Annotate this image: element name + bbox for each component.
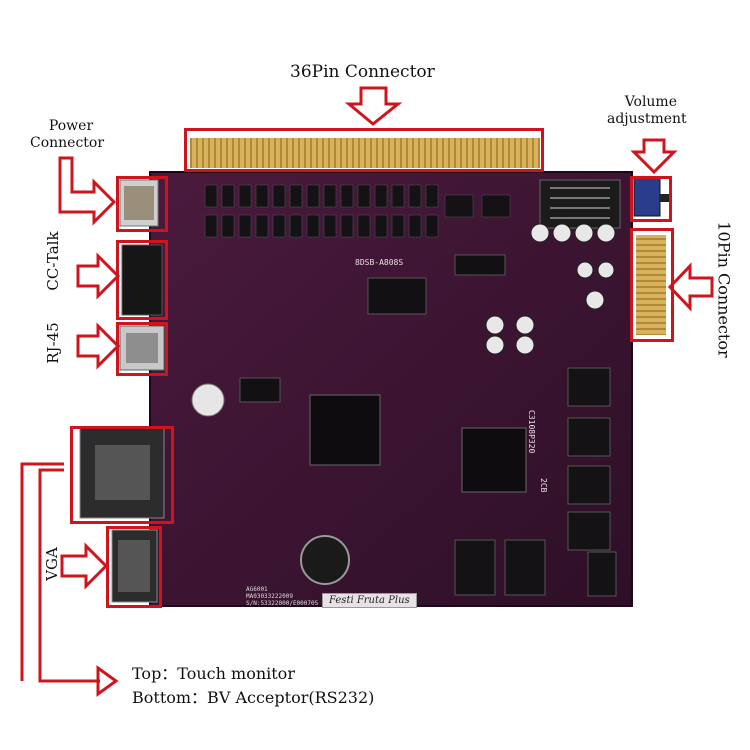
- board-code-1: 8DSB-A808S: [355, 258, 404, 267]
- label-vga: VGA: [43, 547, 61, 581]
- highlight-vga: [106, 526, 162, 608]
- label-bottom-touch: Top：Touch monitor: [132, 664, 295, 683]
- label-10pin-connector: 10Pin Connector: [714, 221, 734, 358]
- label-power-connector: Power Connector: [30, 118, 104, 152]
- board-print-lines: AG6001 MA03033222009 S/N:53322000/E00070…: [246, 586, 318, 608]
- highlight-36pin: [184, 128, 544, 172]
- label-volume-line1: Volume: [624, 94, 677, 110]
- board-code-2: C3108P320: [527, 410, 536, 454]
- label-bottom-bv: Bottom：BV Acceptor(RS232): [132, 688, 375, 707]
- highlight-power: [116, 176, 168, 232]
- highlight-cctalk: [116, 240, 168, 320]
- highlight-10pin: [630, 228, 674, 342]
- label-rj45: RJ-45: [44, 322, 62, 364]
- highlight-rj45: [116, 322, 168, 376]
- label-volume-line2: adjustment: [607, 110, 687, 127]
- label-36pin-connector: 36Pin Connector: [290, 62, 435, 82]
- board-print-line: S/N:53322000/E000705: [246, 600, 319, 608]
- board-code-3: 2CB: [539, 478, 548, 493]
- highlight-touch-db: [70, 426, 174, 524]
- label-power-line1: Power: [48, 118, 94, 134]
- board-print-line: MA03033222009: [246, 593, 293, 601]
- board-brand-label: Festi Fruta Plus: [322, 593, 417, 608]
- label-cc-talk: CC-Talk: [44, 231, 62, 291]
- label-volume-adjustment: Volume adjustment: [607, 94, 687, 128]
- highlight-volume: [630, 176, 672, 222]
- label-power-line2: Connector: [30, 134, 105, 151]
- board-print-line: AG6001: [246, 586, 268, 593]
